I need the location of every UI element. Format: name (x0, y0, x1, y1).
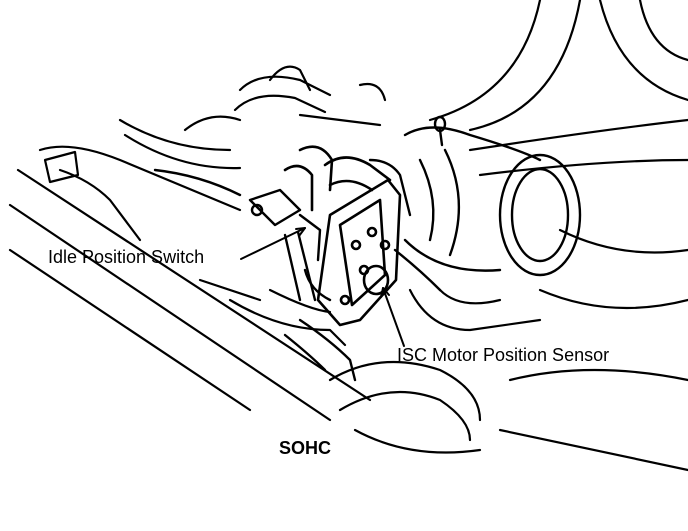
engine-variant-caption: SOHC (279, 438, 332, 458)
idle-position-switch-label: Idle Position Switch (48, 247, 205, 267)
idle-switch-leader (240, 227, 306, 260)
callout-lines (240, 227, 405, 347)
intake-duct (403, 126, 582, 277)
idle-switch-assembly (153, 168, 332, 302)
idle-switch-arrowhead (295, 227, 306, 237)
isc-motor-position-sensor-label: ISC Motor Position Sensor (397, 345, 610, 365)
isc-sensor-arrowhead (380, 287, 390, 298)
sensor-harness (283, 115, 447, 382)
isc-motor-plate (283, 145, 402, 327)
engine-bay-outline (8, 0, 688, 472)
isc-sensor-leader (382, 287, 405, 347)
